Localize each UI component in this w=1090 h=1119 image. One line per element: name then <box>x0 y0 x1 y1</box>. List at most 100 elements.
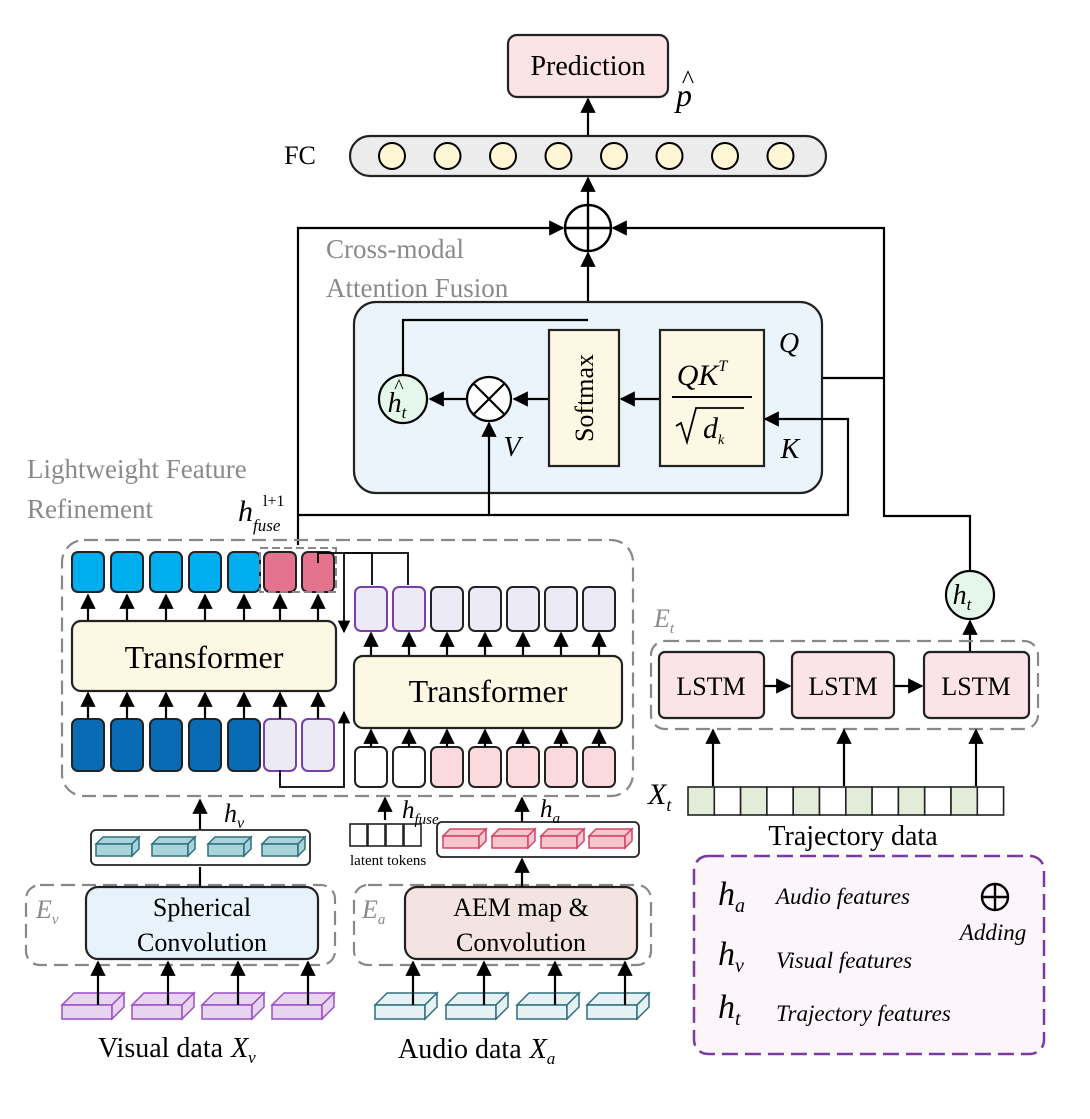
trajectory-cell <box>976 786 1005 816</box>
latent-token-box <box>367 823 386 847</box>
trajectory-cell <box>739 786 768 816</box>
softmax-label: Softmax <box>570 354 599 442</box>
transformer-right-label: Transformer <box>409 673 568 709</box>
legend-box <box>692 854 1046 1056</box>
fc-label: FC <box>284 141 316 170</box>
audio-input-cube <box>444 991 510 1021</box>
spherical-conv-box <box>84 885 320 961</box>
legend-hv-symbol: hv <box>718 936 744 977</box>
token-refined <box>71 551 105 593</box>
ht-node-label: ht <box>953 580 973 614</box>
bridge-bottom <box>279 710 351 788</box>
latent-token <box>392 746 426 788</box>
trajectory-cell <box>923 786 952 816</box>
et-label: Et <box>653 604 675 637</box>
hv-cube <box>260 835 307 858</box>
legend-adding-icon <box>980 882 1010 912</box>
fuse-token <box>263 718 297 772</box>
ha-label: ha <box>540 796 560 827</box>
hfuse-l1-label: hfuse <box>238 495 281 535</box>
hv-cubes <box>94 835 307 858</box>
cross-modal-title-2: Attention Fusion <box>326 273 509 303</box>
ea-label: Ea <box>361 895 385 928</box>
trajectory-cell <box>950 786 979 816</box>
ha-cube <box>441 827 488 850</box>
visual-input-cube <box>130 991 196 1021</box>
visual-token <box>110 718 144 772</box>
k-label: K <box>780 434 801 465</box>
trajectory-cell <box>792 786 821 816</box>
fc-node <box>711 142 739 170</box>
hfuse-audio-label: hfuse <box>402 797 439 828</box>
token-output <box>468 586 502 632</box>
qk-denominator: dk <box>703 412 725 448</box>
hv-cube <box>206 835 253 858</box>
audio-token <box>544 746 578 788</box>
hfuse-l1-sup: l+1 <box>263 493 284 510</box>
audio-input-cubes <box>373 960 651 1021</box>
ht-hat-accent: ^ <box>394 376 404 398</box>
audio-token <box>506 746 540 788</box>
visual-input-cubes <box>60 960 336 1021</box>
audio-token <box>430 746 464 788</box>
latent-token-box <box>385 823 404 847</box>
sqrt-sign <box>675 407 744 446</box>
ev-label: Ev <box>35 895 59 928</box>
latent-token <box>354 746 388 788</box>
audio-encoder-panel <box>352 883 653 967</box>
fc-node <box>544 142 573 170</box>
right-top-arrows <box>363 631 607 656</box>
lstm-1-label: LSTM <box>676 672 745 701</box>
visual-input-cube <box>270 991 336 1021</box>
left-bottom-arrows <box>80 691 326 719</box>
lstm-3-label: LSTM <box>941 672 1010 701</box>
visual-encoder-panel <box>24 883 337 967</box>
aem-conv-line2: Convolution <box>456 928 586 957</box>
token-refined <box>263 551 297 593</box>
left-bottom-tokens <box>71 718 335 772</box>
prediction-hat: ^ <box>682 65 694 94</box>
visual-input-cube <box>200 991 266 1021</box>
trajectory-cell <box>818 786 847 816</box>
prediction-box <box>506 33 670 99</box>
hv-label: hv <box>224 799 245 832</box>
latent-token-boxes <box>349 823 422 847</box>
visual-input-cube <box>60 991 126 1021</box>
q-label: Q <box>779 328 799 359</box>
adding-node <box>563 203 613 253</box>
ht-node <box>944 569 996 621</box>
transformer-right <box>352 654 624 730</box>
trajectory-cell <box>897 786 926 816</box>
prediction-label: Prediction <box>530 51 645 82</box>
legend-ha-symbol: ha <box>718 876 745 917</box>
fc-node <box>378 142 406 170</box>
right-bottom-tokens <box>354 746 616 788</box>
legend-hv-desc: Visual features <box>776 948 912 973</box>
visual-token <box>188 718 222 772</box>
ha-cube <box>490 827 537 850</box>
arrow-k-path <box>489 411 850 517</box>
fc-layer <box>348 134 828 178</box>
token-refined <box>227 551 261 593</box>
trajectory-cell <box>687 786 716 816</box>
xt-label: Xt <box>647 778 672 815</box>
visual-token <box>227 718 261 772</box>
trajectory-cell <box>844 786 873 816</box>
ha-cube <box>539 827 586 850</box>
latent-tokens-label: latent tokens <box>350 853 426 869</box>
ha-cube <box>587 827 634 850</box>
visual-token <box>149 718 183 772</box>
spherical-conv-line1: Spherical <box>153 893 251 922</box>
trajectory-cell <box>766 786 795 816</box>
token-output <box>430 586 464 632</box>
spherical-conv-line2: Convolution <box>137 928 267 957</box>
legend-ht-symbol: ht <box>718 989 741 1030</box>
v-label: V <box>503 432 523 463</box>
lightweight-title-2: Refinement <box>27 494 153 524</box>
qk-numerator: QKT <box>677 358 729 392</box>
fc-node <box>433 142 462 170</box>
arrow-hfuse-add <box>296 220 565 545</box>
audio-input-cube <box>373 991 439 1021</box>
